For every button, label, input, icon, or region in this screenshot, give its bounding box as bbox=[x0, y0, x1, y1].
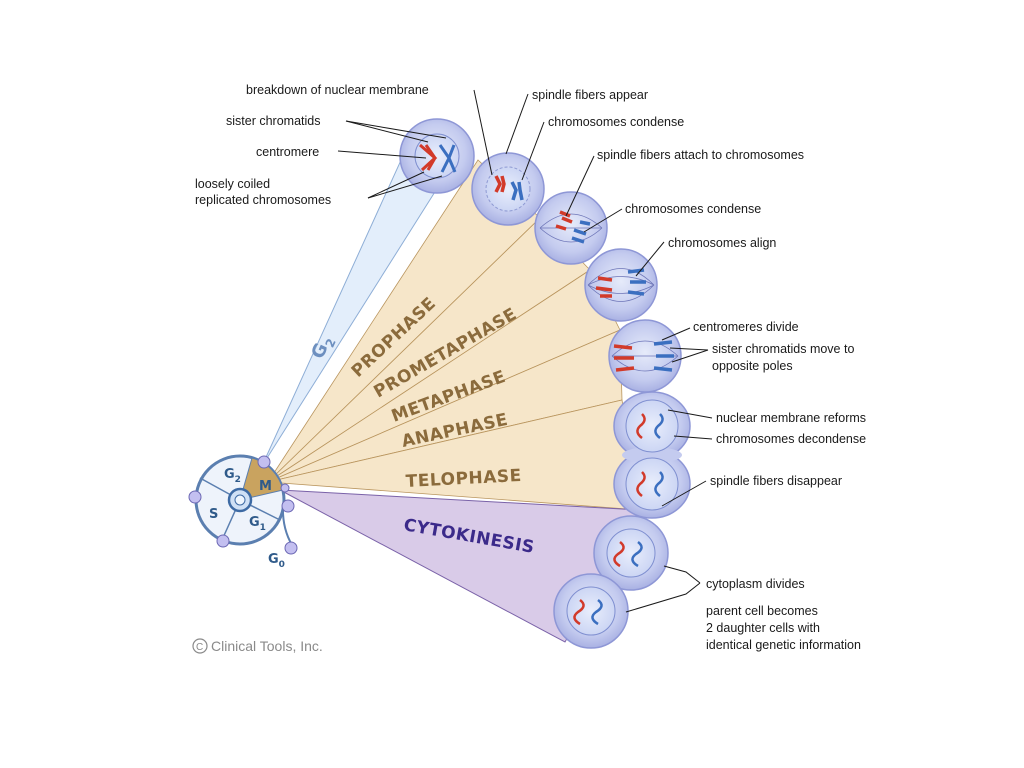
label-chromosomes-condense-1: chromosomes condense bbox=[548, 115, 684, 129]
g2-phase-label: G2 bbox=[307, 332, 338, 363]
label-identical-genetic-information: identical genetic information bbox=[706, 638, 861, 652]
leader-lines bbox=[337, 89, 713, 613]
label-nuclear-membrane-reforms: nuclear membrane reforms bbox=[716, 411, 866, 425]
label-centromere: centromere bbox=[256, 145, 319, 159]
cycle-m-label: M bbox=[259, 479, 272, 494]
daughter-cell-upper bbox=[593, 515, 669, 591]
label-parent-cell-becomes: parent cell becomes bbox=[706, 604, 818, 618]
g2-cell bbox=[399, 118, 475, 194]
cycle-g0-label: G0 bbox=[268, 552, 285, 570]
label-loosely-coiled: loosely coiled bbox=[195, 177, 270, 191]
label-two-daughter-cells: 2 daughter cells with bbox=[706, 621, 820, 635]
label-breakdown-of-nuclear-membrane: breakdown of nuclear membrane bbox=[246, 83, 429, 97]
copyright-symbol: C bbox=[196, 642, 203, 653]
cell-cycle-wheel bbox=[188, 454, 298, 555]
copyright: C Clinical Tools, Inc. bbox=[192, 638, 323, 654]
label-replicated-chromosomes: replicated chromosomes bbox=[195, 193, 331, 207]
label-sister-chromatids: sister chromatids bbox=[226, 114, 320, 128]
copyright-icon bbox=[192, 638, 208, 654]
label-chromosomes-align: chromosomes align bbox=[668, 236, 776, 250]
daughter-cell-lower bbox=[553, 573, 629, 649]
copyright-text: Clinical Tools, Inc. bbox=[211, 638, 323, 654]
cycle-s-label: S bbox=[209, 507, 218, 522]
label-spindle-fibers-appear: spindle fibers appear bbox=[532, 88, 648, 102]
prometaphase-cell bbox=[534, 191, 608, 265]
cycle-g2-label: G2 bbox=[224, 467, 241, 485]
label-chromosomes-decondense: chromosomes decondense bbox=[716, 432, 866, 446]
metaphase-cell bbox=[584, 248, 658, 322]
label-cytoplasm-divides: cytoplasm divides bbox=[706, 577, 805, 591]
label-centromeres-divide: centromeres divide bbox=[693, 320, 799, 334]
prophase-cell bbox=[471, 152, 545, 226]
label-opposite-poles: opposite poles bbox=[712, 359, 793, 373]
label-spindle-fibers-disappear: spindle fibers disappear bbox=[710, 474, 842, 488]
label-chromosomes-condense-2: chromosomes condense bbox=[625, 202, 761, 216]
telophase-cell bbox=[613, 391, 691, 519]
label-sister-chromatids-move: sister chromatids move to bbox=[712, 342, 854, 356]
label-spindle-fibers-attach: spindle fibers attach to chromosomes bbox=[597, 148, 804, 162]
anaphase-cell bbox=[608, 319, 682, 393]
cycle-g1-label: G1 bbox=[249, 515, 266, 533]
